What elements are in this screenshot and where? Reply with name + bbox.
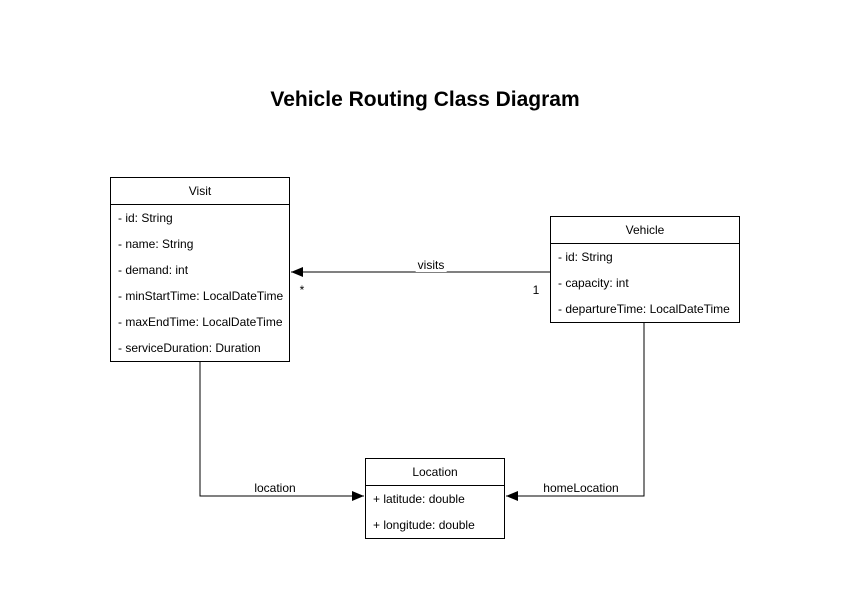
attribute-row: - capacity: int	[558, 276, 629, 290]
attribute-row: - serviceDuration: Duration	[118, 341, 261, 355]
class-box-visit: Visit - id: String - name: String - dema…	[110, 177, 290, 362]
class-name-visit: Visit	[111, 178, 289, 205]
attribute-row: - name: String	[118, 237, 194, 251]
class-name-vehicle: Vehicle	[551, 217, 739, 244]
edge-vehicle-homelocation	[506, 320, 645, 501]
attribute-row: - maxEndTime: LocalDateTime	[118, 315, 283, 329]
edge-label-location: location	[252, 481, 298, 495]
multiplicity-visits-target: *	[299, 283, 305, 297]
class-name-location: Location	[366, 459, 504, 486]
edge-label-homelocation: homeLocation	[541, 481, 621, 495]
attribute-row: - id: String	[558, 250, 613, 264]
attribute-row: - demand: int	[118, 263, 189, 277]
diagram-title: Vehicle Routing Class Diagram	[270, 88, 580, 111]
class-box-vehicle: Vehicle - id: String - capacity: int - d…	[550, 216, 740, 323]
edge-label-visits: visits	[415, 258, 447, 272]
class-box-location: Location + latitude: double + longitude:…	[365, 458, 505, 539]
attribute-row: - departureTime: LocalDateTime	[558, 302, 730, 316]
attribute-row: + latitude: double	[373, 492, 465, 506]
attribute-row: - minStartTime: LocalDateTime	[118, 289, 284, 303]
multiplicity-visits-source: 1	[532, 283, 540, 297]
edge-visit-location	[199, 360, 364, 501]
attribute-row: - id: String	[118, 211, 173, 225]
attribute-row: + longitude: double	[373, 518, 475, 532]
